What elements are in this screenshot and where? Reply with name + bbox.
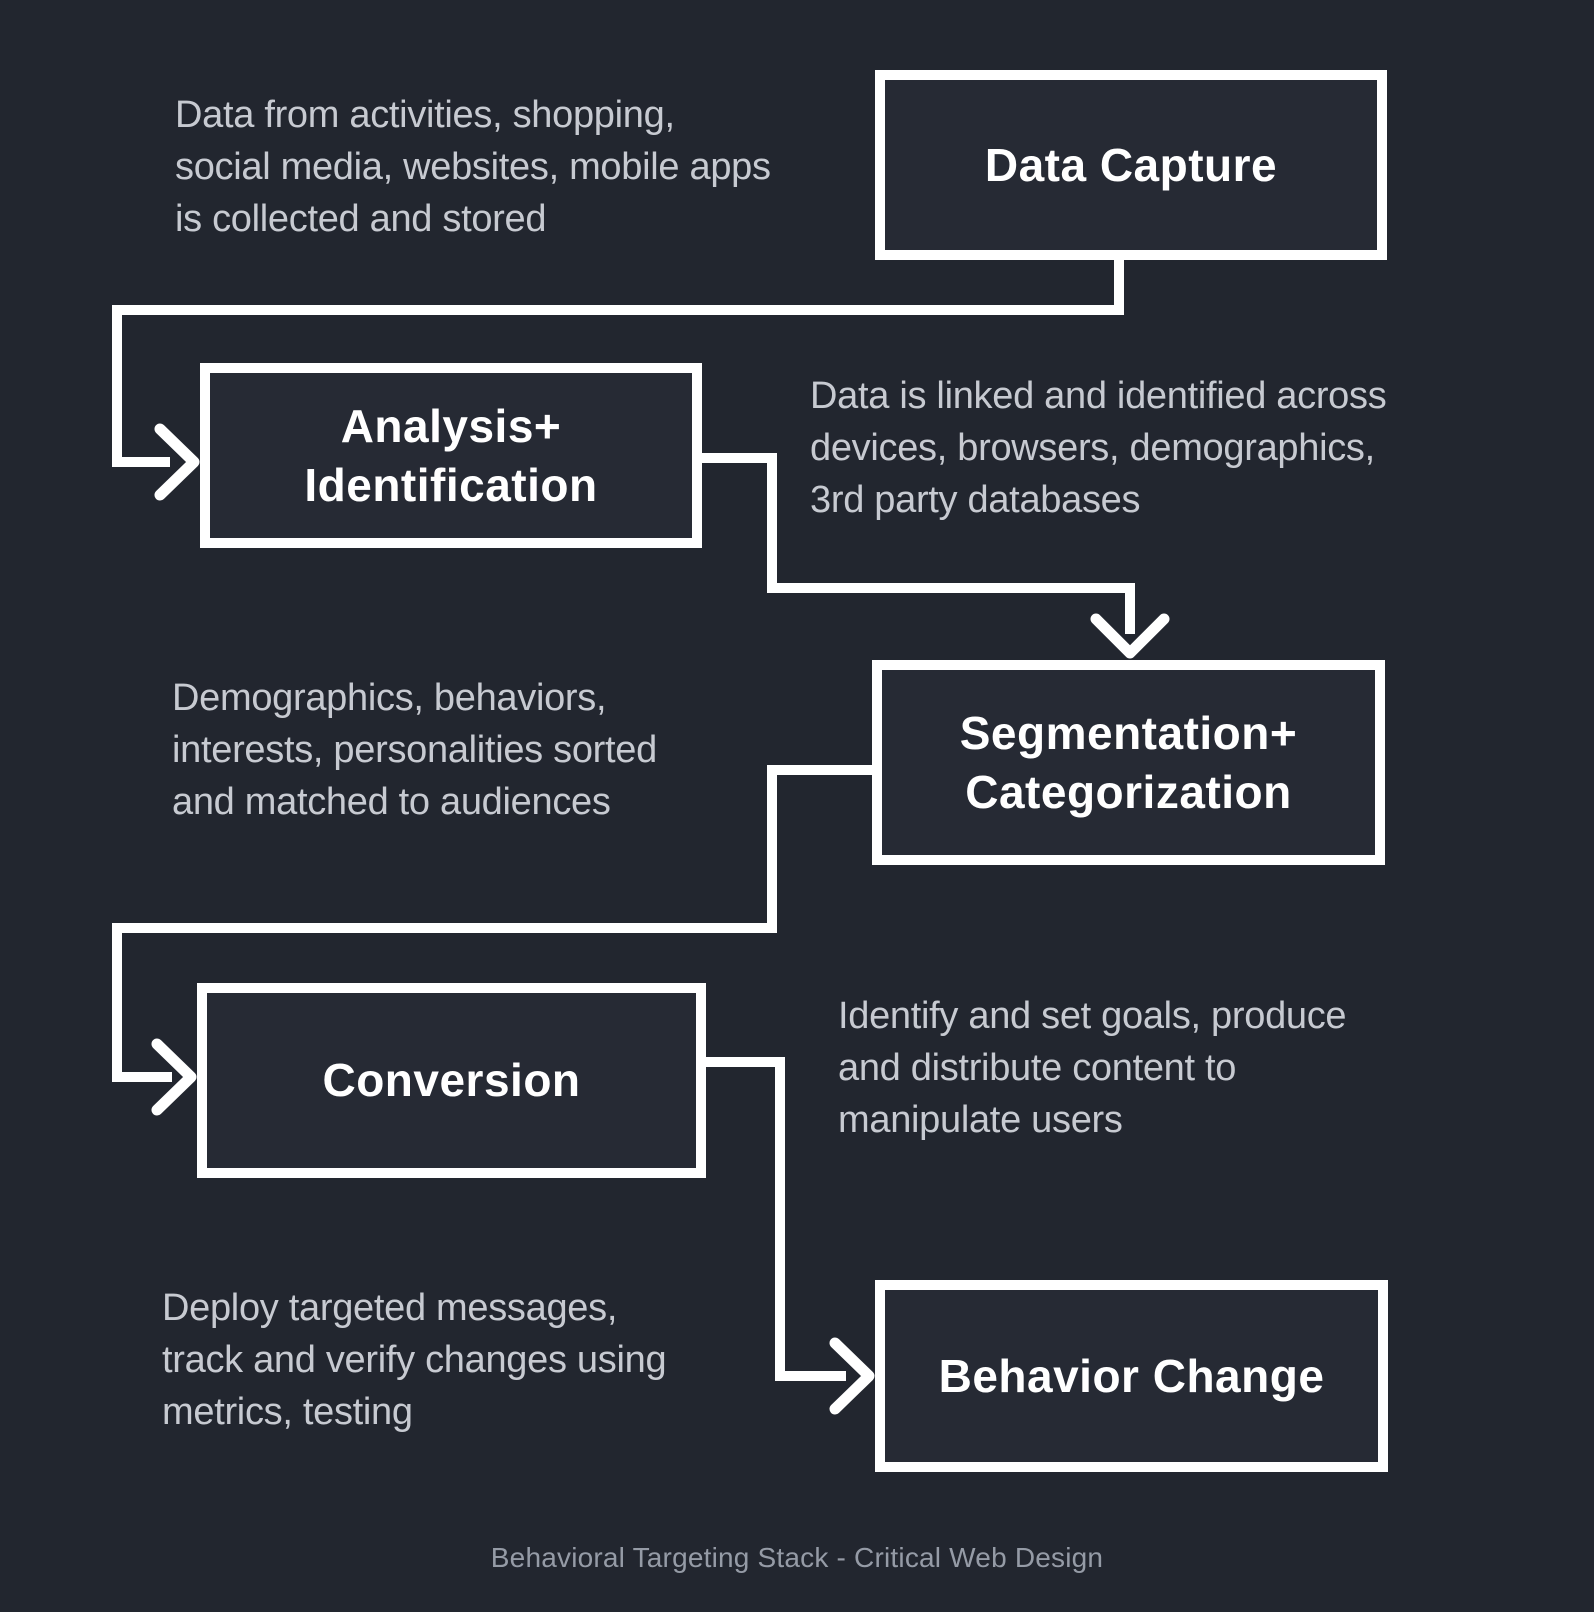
node-behavior-change: Behavior Change xyxy=(875,1280,1388,1472)
node-segmentation-categorization-description: Demographics, behaviors, interests, pers… xyxy=(172,677,657,823)
node-analysis-identification: Analysis+ Identification xyxy=(200,363,702,548)
node-behavior-change-label: Behavior Change xyxy=(938,1349,1325,1402)
arrow-head-down-icon xyxy=(1090,613,1170,659)
node-data-capture-description: Data from activities, shopping, social m… xyxy=(175,94,771,240)
arrow-head-right-icon xyxy=(151,1038,197,1116)
node-conversion: Conversion xyxy=(197,983,706,1178)
node-conversion-label: Conversion xyxy=(322,1054,581,1107)
connector-segmentation-to-conversion xyxy=(112,765,872,1082)
node-segmentation-categorization-label: Segmentation+ Categorization xyxy=(959,706,1298,818)
node-data-capture-label: Data Capture xyxy=(984,138,1278,191)
node-data-capture: Data Capture xyxy=(875,70,1387,260)
node-segmentation-categorization: Segmentation+ Categorization xyxy=(872,660,1385,865)
arrow-head-right-icon xyxy=(829,1337,875,1415)
arrow-head-right-icon xyxy=(154,423,200,501)
connector-conversion-to-behavior-change xyxy=(706,1057,846,1381)
node-analysis-identification-description: Data is linked and identified across dev… xyxy=(810,375,1387,521)
connector-data-capture-to-analysis xyxy=(112,258,1124,467)
node-behavior-change-description: Deploy targeted messages, track and veri… xyxy=(162,1287,667,1433)
connector-analysis-to-segmentation xyxy=(702,453,1135,634)
diagram-caption: Behavioral Targeting Stack - Critical We… xyxy=(490,1542,1104,1573)
node-conversion-description: Identify and set goals, produce and dist… xyxy=(838,995,1347,1141)
node-analysis-identification-label: Analysis+ Identification xyxy=(304,399,598,511)
